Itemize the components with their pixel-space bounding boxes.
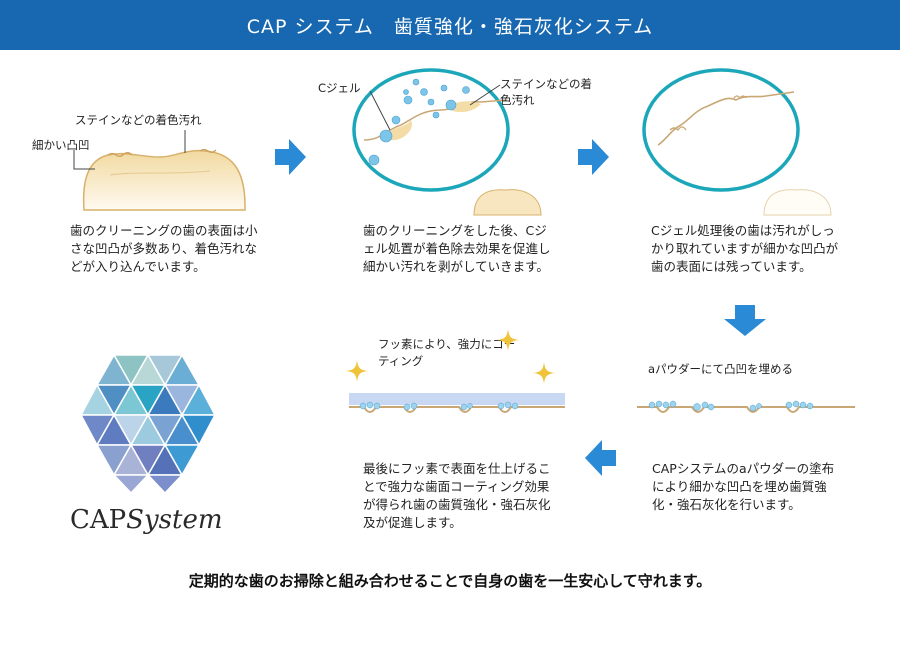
powder-fill-illustration — [637, 400, 855, 413]
sparkle-icon — [533, 362, 555, 384]
arrow-left-icon — [585, 440, 616, 476]
logo-system: System — [126, 505, 223, 535]
arrow-right-icon — [578, 139, 609, 175]
step1-description: 歯のクリーニングの歯の表面は小さな凹凸が多数あり、着色汚れなどが入り込んでいます… — [70, 223, 258, 274]
powder-label: aパウダーにて凸凹を埋める — [648, 362, 794, 376]
step2-description: 歯のクリーニングをした後、Cジェル処置が着色除去効果を促進し細かい汚れを剥がして… — [363, 223, 551, 274]
arrow-right-icon — [275, 139, 306, 175]
step5-description: 最後にフッ素で表面を仕上げることで強力な歯面コーティング効果が得られ歯の歯質強化… — [363, 461, 551, 530]
footer-message: 定期的な歯のお掃除と組み合わせることで自身の歯を一生安心して守れます。 — [188, 572, 712, 590]
sparkle-icon — [497, 329, 519, 351]
coating-illustration — [349, 393, 565, 413]
step4-description: CAPシステムのaパウダーの塗布により細かな凹凸を埋め歯質強化・強石灰化を行いま… — [652, 461, 835, 512]
tooth-stained-illustration — [82, 148, 246, 211]
cap-system-logo — [79, 353, 217, 495]
callout-lines — [73, 130, 186, 170]
stain-label-2: ステインなどの着色汚れ — [500, 77, 592, 107]
bumps-label: 細かい凸凹 — [32, 138, 90, 152]
page-title: CAP システム 歯質強化・強石灰化システム — [0, 0, 900, 50]
gel-label: Cジェル — [318, 81, 361, 95]
clean-surface-illustration — [642, 68, 832, 216]
callout-lines-2 — [369, 84, 501, 131]
step3-description: Cジェル処理後の歯は汚れがしっかり取れていますが細かな凹凸が歯の表面には残ってい… — [651, 223, 839, 274]
logo-cap: CAP — [70, 505, 127, 535]
fluoride-label: フッ素により、強力にコーティング — [378, 337, 516, 368]
logo-wordmark: CAPSystem — [70, 505, 260, 535]
arrow-down-icon — [724, 305, 766, 336]
stain-label: ステインなどの着色汚れ — [75, 113, 202, 127]
gel-magnified-illustration — [352, 68, 542, 216]
sparkle-icon — [346, 360, 368, 382]
